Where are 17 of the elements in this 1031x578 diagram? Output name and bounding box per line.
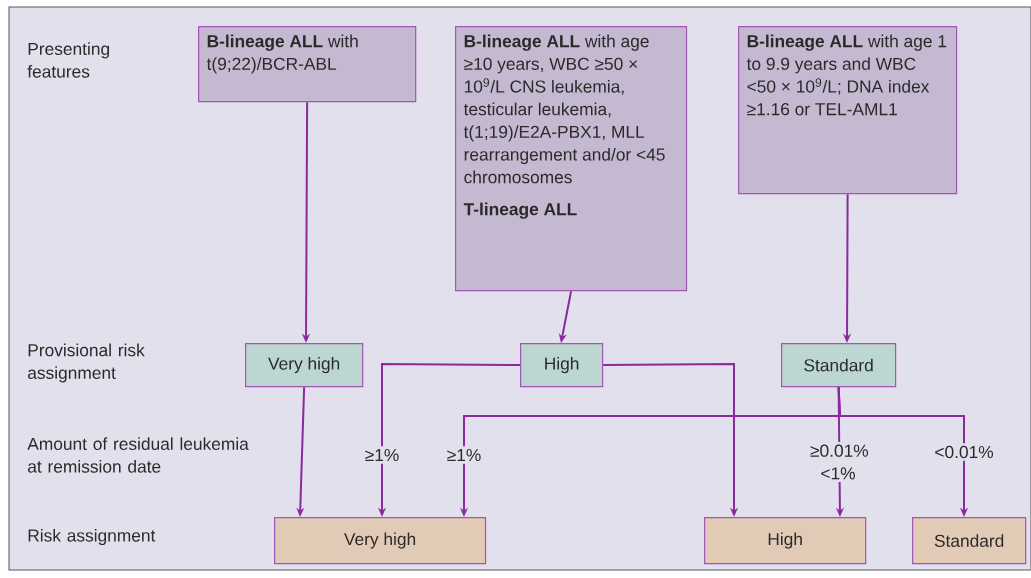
edge-label: ≥1%	[444, 446, 484, 464]
provisional-risk-box: Standard	[781, 343, 897, 388]
risk-box: Very high	[274, 517, 487, 565]
edge-label: ≥0.01% <1%	[807, 441, 869, 483]
feature-box: B-lineage ALL with t(9;22)/BCR-ABL	[198, 26, 417, 103]
feature-box: B-lineage ALL with age ≥10 years, WBC ≥50 × 10$^{9}$/L CNS leukemia, testicular leukemia, t(1;19)/E2A-PBX1, MLL rearrangement and/or <45 chromosomes T-lineage ALL	[455, 26, 688, 292]
row-label: Risk assignment	[28, 528, 156, 546]
edge-label: ≥1%	[362, 446, 402, 464]
row-label: Amount of residual leukemia at remission date	[27, 437, 249, 473]
provisional-risk-box: High	[520, 343, 604, 388]
row-label: Provisional risk assignment	[28, 343, 145, 383]
provisional-risk-box: Very high	[245, 343, 364, 388]
edge-label: <0.01%	[931, 443, 997, 461]
row-label: Presenting features	[27, 42, 109, 78]
feature-box: B-lineage ALL with age 1 to 9.9 years and WBC <50 × 10$^{9}$/L; DNA index ≥1.16 or TEL-AML1	[738, 26, 958, 195]
risk-box: High	[704, 517, 867, 565]
risk-box: Standard	[912, 517, 1027, 565]
